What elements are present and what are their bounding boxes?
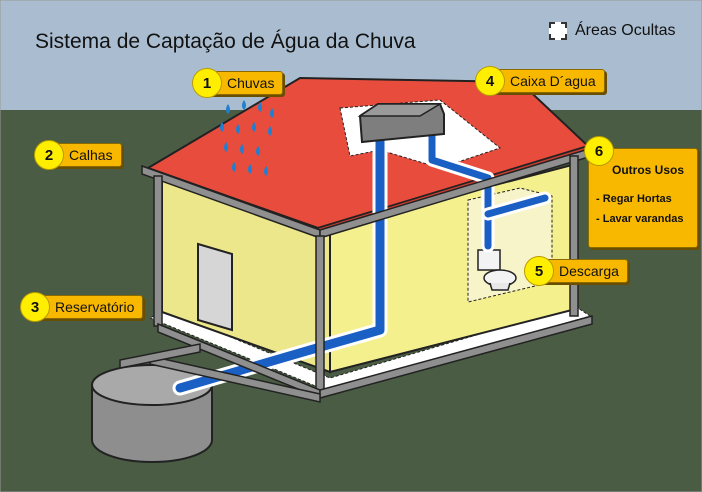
- gutters-downspouts: [119, 146, 593, 403]
- callout-number: 2: [34, 140, 64, 170]
- toilet: [477, 249, 517, 291]
- callout-label: Caixa D´agua: [489, 69, 605, 93]
- callout-number: 4: [475, 66, 505, 96]
- outros-usos-title: Outros Usos: [612, 163, 685, 177]
- callout-reservatorio: 3 Reservatório: [20, 292, 144, 322]
- callout-number: 1: [192, 68, 222, 98]
- water-pipes: [172, 122, 552, 396]
- callout-caixa-dagua: 4 Caixa D´agua: [475, 66, 605, 96]
- legend-label: Áreas Ocultas: [575, 22, 676, 39]
- outros-usos-item: - Lavar varandas: [596, 213, 684, 225]
- outros-usos-item: - Regar Hortas: [596, 193, 672, 205]
- outros-usos-box: [588, 148, 698, 248]
- callout-number: 5: [524, 256, 554, 286]
- door: [197, 242, 233, 332]
- callout-number: 3: [20, 292, 50, 322]
- dashed-swatch-icon: [549, 22, 567, 40]
- water-tank: [357, 103, 445, 144]
- callout-chuvas: 1 Chuvas: [192, 68, 284, 98]
- outros-usos-number: 6: [584, 136, 614, 166]
- callout-calhas: 2 Calhas: [34, 140, 122, 170]
- rain-drops: [220, 100, 274, 176]
- legend-hidden-areas: Áreas Ocultas: [549, 22, 675, 40]
- callout-label: Reservatório: [34, 295, 144, 319]
- diagram-title: Sistema de Captação de Água da Chuva: [35, 30, 416, 53]
- callout-descarga: 5 Descarga: [524, 256, 628, 286]
